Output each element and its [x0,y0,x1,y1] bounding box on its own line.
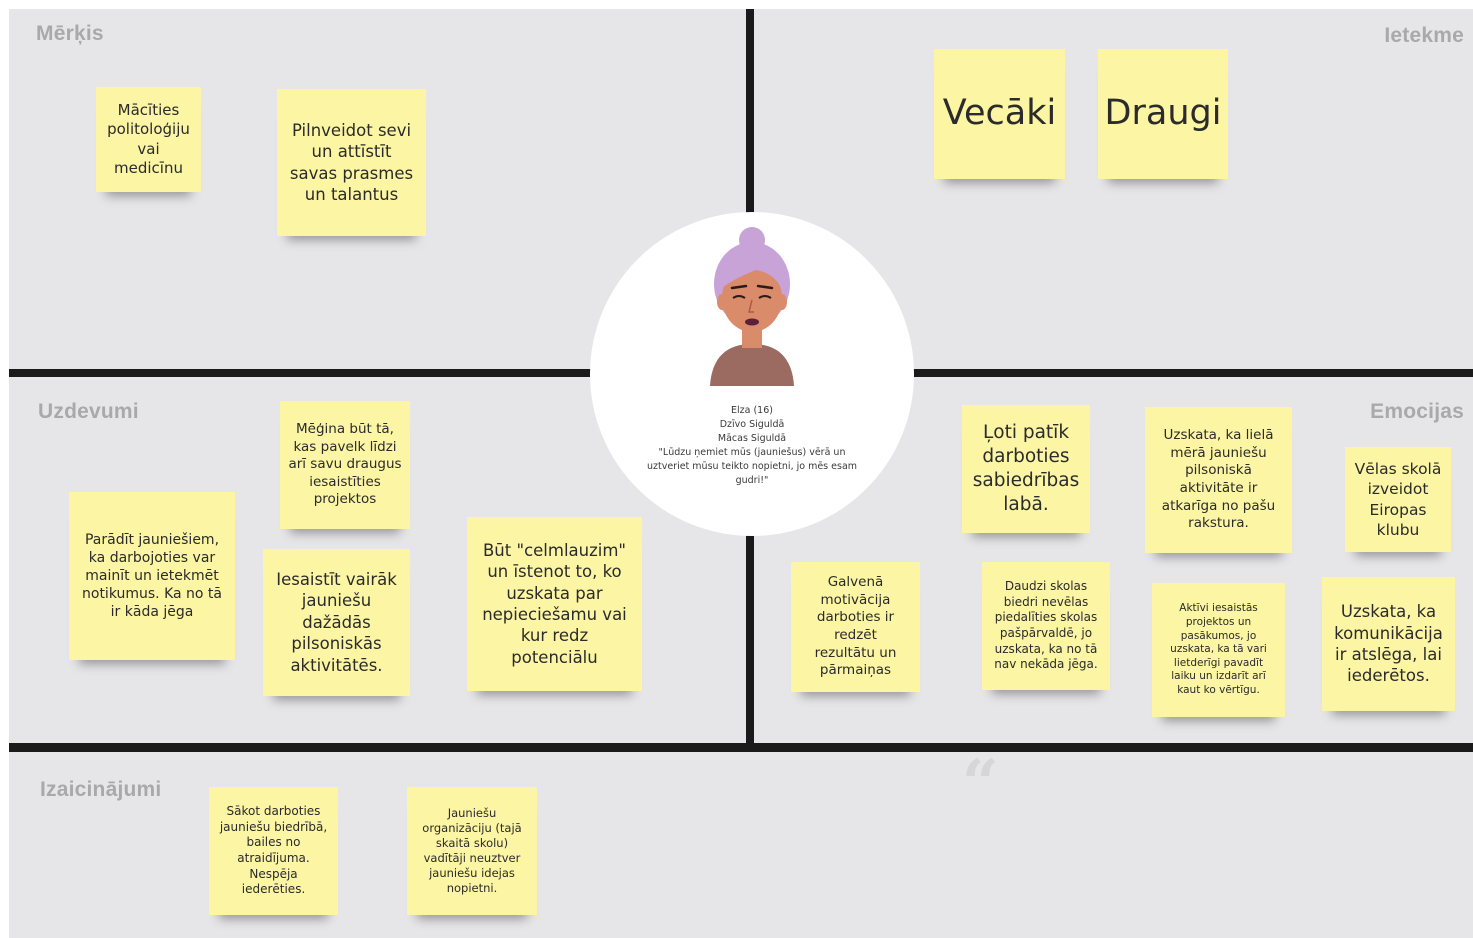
sticky-note-emotion-2[interactable]: Uzskata, ka lielā mērā jauniešu pilsonis… [1145,407,1292,553]
sticky-note-task-4[interactable]: Būt "celmlauzim" un īstenot to, ko uzska… [467,517,642,691]
sticky-note-emotion-3[interactable]: Vēlas skolā izveidot Eiropas klubu [1345,447,1451,552]
section-title-goal: Mērķis [36,22,104,45]
persona-name: Elza (16) [731,405,773,416]
sticky-note-challenge-1[interactable]: Sākot darboties jauniešu biedrībā, baile… [209,787,338,915]
persona-quote: "Lūdzu ņemiet mūs (jauniešus) vērā un uz… [646,447,858,486]
section-title-influence: Ietekme [1384,24,1464,47]
section-title-challenges: Izaicinājumi [40,778,162,801]
divider-horizontal-left [9,369,599,377]
divider-horizontal-bottom [9,743,1473,752]
sticky-note-emotion-7[interactable]: Uzskata, ka komunikācija ir atslēga, lai… [1322,577,1455,711]
sticky-note-influence-2[interactable]: Draugi [1098,49,1228,179]
persona-avatar-icon [710,227,794,386]
sticky-note-task-2[interactable]: Parādīt jauniešiem, ka darbojoties var m… [69,492,235,660]
section-title-emotions: Emocijas [1370,400,1464,423]
sticky-note-emotion-6[interactable]: Aktīvi iesaistās projektos un pasākumos,… [1152,583,1285,717]
divider-horizontal-right [905,369,1473,377]
sticky-note-influence-1[interactable]: Vecāki [934,49,1065,179]
sticky-note-goal-2[interactable]: Pilnveidot sevi un attīstīt savas prasme… [277,89,426,236]
sticky-note-task-1[interactable]: Mēģina būt tā, kas pavelk līdzi arī savu… [280,401,410,529]
sticky-note-emotion-4[interactable]: Galvenā motivācija darboties ir redzēt r… [791,562,920,692]
sticky-note-goal-1[interactable]: Mācīties politoloģiju vai medicīnu [96,87,201,192]
sticky-note-challenge-2[interactable]: Jauniešu organizāciju (tajā skaitā skolu… [407,787,537,915]
sticky-note-task-3[interactable]: Iesaistīt vairāk jauniešu dažādās pilson… [263,549,410,696]
section-title-tasks: Uzdevumi [38,400,139,423]
sticky-note-emotion-5[interactable]: Daudzi skolas biedri nevēlas piedalīties… [982,562,1110,690]
persona-info: Elza (16) Dzīvo Siguldā Mācas Siguldā "L… [640,404,864,488]
sticky-note-emotion-1[interactable]: Ļoti patīk darboties sabiedrības labā. [962,405,1090,533]
persona-studies: Mācas Siguldā [717,433,787,444]
persona-lives: Dzīvo Siguldā [719,419,785,430]
quote-mark-icon: “ [962,746,999,821]
